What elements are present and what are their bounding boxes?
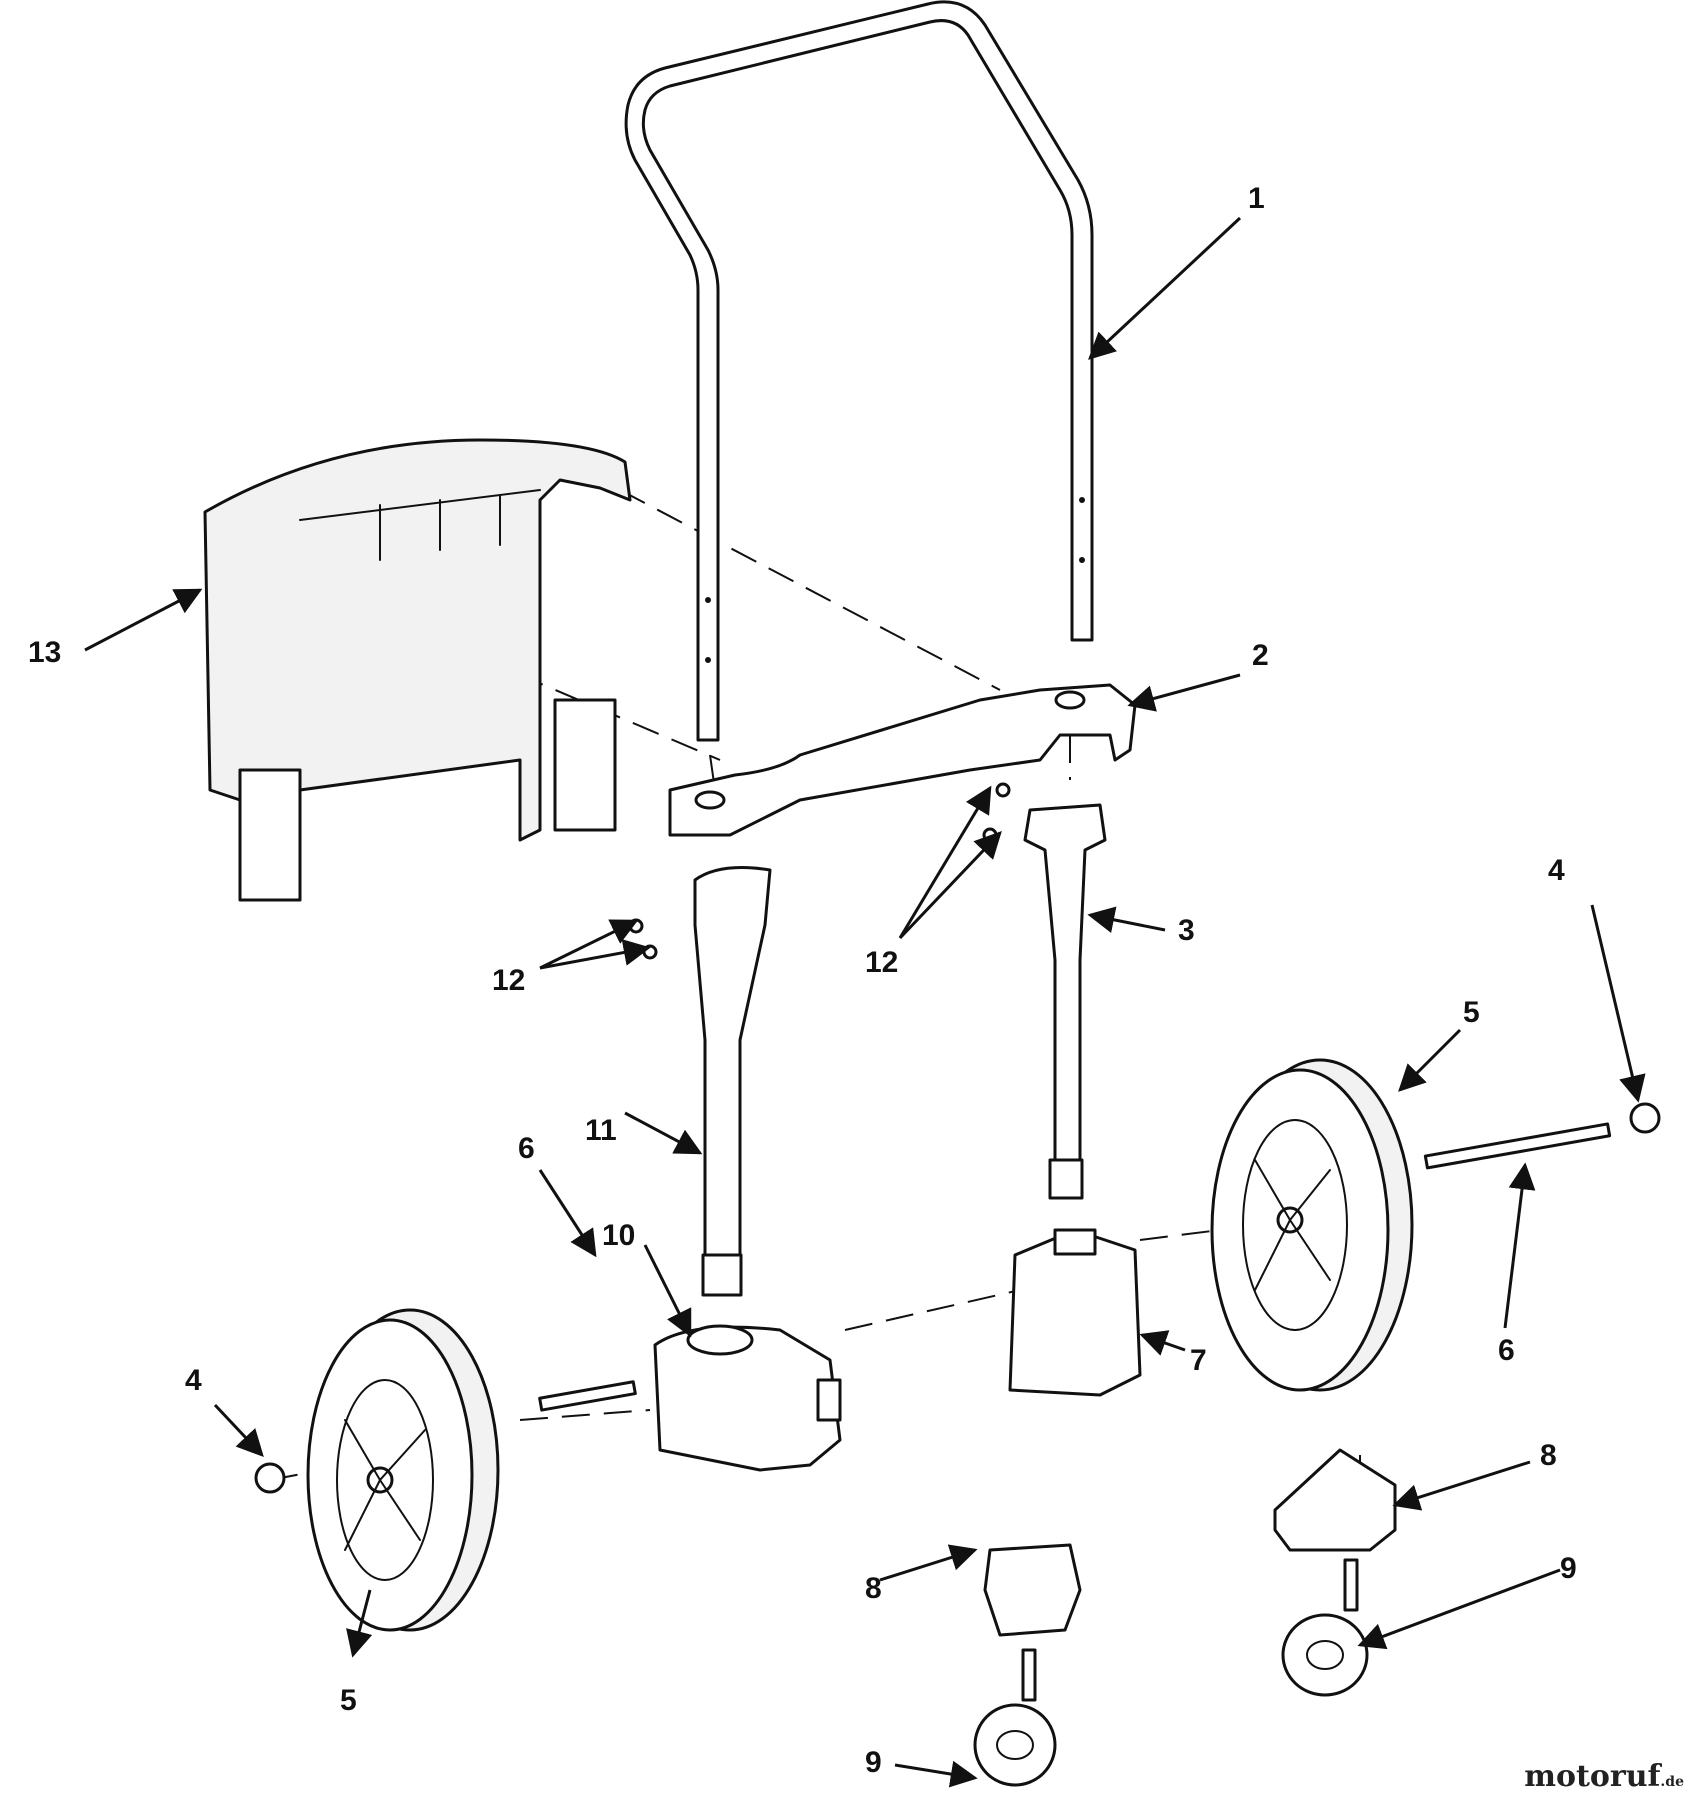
callout-2: 2 bbox=[1252, 639, 1269, 672]
callout-leaders bbox=[84, 216, 1646, 1788]
part-6-axles bbox=[538, 1122, 1612, 1412]
callout-4-right: 4 bbox=[1548, 854, 1565, 887]
callout-8-left: 8 bbox=[865, 1572, 882, 1605]
motoruf-watermark: motoruf.de bbox=[1524, 1759, 1684, 1794]
callout-12-right: 12 bbox=[865, 946, 898, 979]
part-3-right-leg bbox=[1023, 803, 1107, 1200]
callout-labels: 1 2 3 4 4 5 5 6 6 7 8 8 9 9 10 11 12 12 … bbox=[28, 182, 1577, 1779]
callout-10: 10 bbox=[602, 1219, 635, 1252]
callout-1: 1 bbox=[1248, 182, 1265, 215]
callout-4-left: 4 bbox=[185, 1364, 202, 1397]
part-5-wheel-left bbox=[306, 1308, 500, 1632]
part-13-tray bbox=[203, 438, 632, 902]
callout-13: 13 bbox=[28, 636, 61, 669]
callout-9-right: 9 bbox=[1560, 1552, 1577, 1585]
part-10-left-foot bbox=[653, 1324, 842, 1472]
callout-3: 3 bbox=[1178, 914, 1195, 947]
callout-9-left: 9 bbox=[865, 1746, 882, 1779]
callout-8-right: 8 bbox=[1540, 1439, 1557, 1472]
watermark-name: motoruf bbox=[1524, 1759, 1661, 1794]
callout-5-left: 5 bbox=[340, 1684, 357, 1717]
callout-5-right: 5 bbox=[1463, 996, 1480, 1029]
part-9-casters bbox=[973, 1558, 1369, 1787]
callout-6-right: 6 bbox=[1498, 1334, 1515, 1367]
part-2-base-frame bbox=[668, 683, 1137, 837]
callout-12-left: 12 bbox=[492, 964, 525, 997]
part-1-handle bbox=[624, 0, 1094, 742]
part-4-clips bbox=[254, 1102, 1661, 1494]
callout-11: 11 bbox=[585, 1114, 617, 1147]
part-8-caps bbox=[983, 1448, 1397, 1637]
callout-6-left: 6 bbox=[518, 1132, 535, 1165]
callout-7: 7 bbox=[1190, 1344, 1207, 1377]
watermark-tld: .de bbox=[1660, 1774, 1684, 1790]
part-11-left-leg bbox=[693, 866, 772, 1297]
part-7-right-foot bbox=[1008, 1228, 1142, 1397]
part-5-wheel-right bbox=[1210, 1058, 1414, 1392]
